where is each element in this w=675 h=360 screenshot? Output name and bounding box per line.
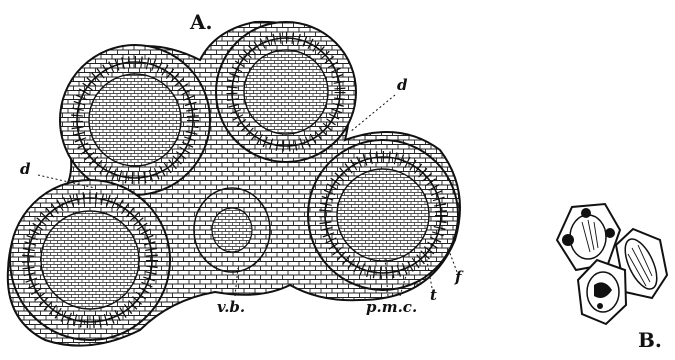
label-t: t — [430, 288, 437, 303]
panel-b-label: B. — [638, 330, 662, 350]
label-d-upper: d — [397, 78, 408, 93]
pollen-mother-cell-1 — [557, 204, 620, 270]
label-d-left: d — [20, 162, 31, 177]
anther-lobe-top-right — [216, 22, 356, 162]
anther-lobe-right — [308, 140, 458, 290]
anther-lobe-top-left — [60, 45, 210, 195]
label-pollen-mother-cells: p.m.c. — [366, 300, 417, 315]
pollen-mother-cells — [557, 204, 667, 324]
label-vascular-bundle: v.b. — [217, 300, 245, 315]
label-f: f — [455, 270, 461, 285]
pollen-mother-cell-3 — [578, 260, 626, 324]
anther-lobe-bottom-left — [10, 180, 170, 340]
panel-a-label: A. — [190, 12, 212, 32]
vascular-bundle — [194, 188, 270, 272]
